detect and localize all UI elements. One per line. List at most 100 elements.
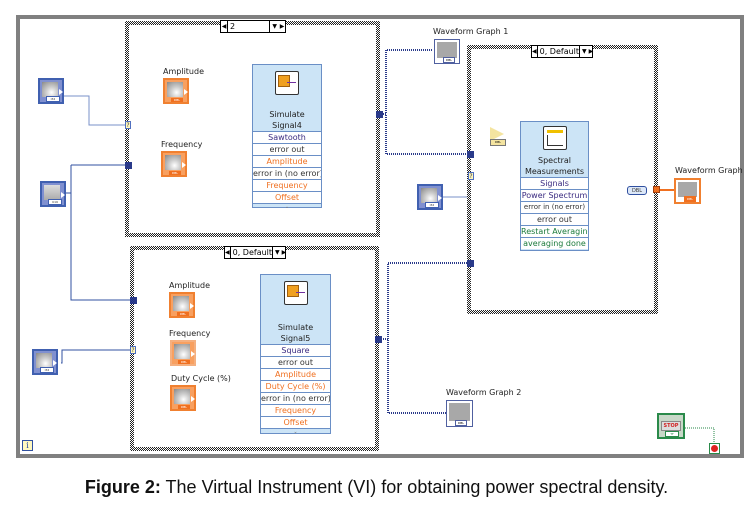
terminal-offset[interactable]: Offset bbox=[261, 416, 330, 428]
selector-terminal-top[interactable]: ? bbox=[125, 121, 131, 129]
dropdown-icon[interactable]: ▼ bbox=[275, 249, 280, 256]
decrement-arrow-icon[interactable]: ◀ bbox=[532, 48, 537, 55]
tunnel-square-out[interactable] bbox=[375, 336, 382, 343]
terminal-error-out[interactable]: error out bbox=[521, 213, 588, 225]
type-tag: DBL bbox=[455, 420, 467, 426]
enum-face bbox=[44, 185, 60, 200]
decrement-arrow-icon[interactable]: ◀ bbox=[221, 23, 227, 30]
increment-arrow-icon[interactable]: ▶ bbox=[588, 48, 594, 55]
selector-terminal-right[interactable]: ? bbox=[468, 172, 474, 180]
terminal-error-in[interactable]: error in (no error) bbox=[521, 201, 588, 213]
tunnel-enum-top[interactable] bbox=[125, 162, 132, 169]
increment-arrow-icon[interactable]: ▶ bbox=[279, 23, 285, 30]
terminal-duty-cycle[interactable]: Duty Cycle (%) bbox=[261, 380, 330, 392]
type-tag: DBL bbox=[178, 360, 190, 364]
waveform-graph-2-label: Waveform Graph 2 bbox=[446, 388, 522, 397]
duty-cycle-label-5: Duty Cycle (%) bbox=[171, 374, 231, 383]
graph-screen bbox=[678, 182, 697, 197]
terminal-amplitude[interactable]: Amplitude bbox=[261, 368, 330, 380]
frequency-control-5[interactable]: DBL bbox=[170, 340, 196, 366]
case-selector-knob[interactable]: I32 bbox=[417, 184, 443, 210]
output-terminal-icon bbox=[61, 192, 65, 198]
spectral-measurements-vi[interactable]: Spectral Measurements Signals Power Spec… bbox=[520, 121, 589, 251]
terminal-restart-averaging[interactable]: Restart Averaging bbox=[521, 225, 588, 237]
terminal-amplitude[interactable]: Amplitude bbox=[253, 155, 321, 167]
case-selector-value: 2 bbox=[227, 21, 271, 32]
amplitude-label-4: Amplitude bbox=[163, 67, 204, 76]
waveform-graph-2[interactable]: DBL bbox=[446, 400, 473, 427]
tunnel-right-in-1[interactable] bbox=[467, 151, 474, 158]
vi-title-line1: Simulate bbox=[269, 110, 305, 119]
tunnel-right-out[interactable] bbox=[653, 186, 660, 193]
waveform-graph[interactable]: DBL bbox=[674, 178, 701, 204]
wire-stop-to-condition bbox=[685, 427, 715, 443]
duty-cycle-control-5[interactable]: DBL bbox=[170, 385, 196, 411]
terminal-square[interactable]: Square bbox=[261, 344, 330, 356]
amplitude-control-4[interactable]: DBL bbox=[163, 78, 189, 104]
case-selector-right[interactable]: ◀ 0, Default ▼ ▶ bbox=[531, 45, 593, 58]
selector-terminal-bottom[interactable]: ? bbox=[130, 346, 136, 354]
caption-label: Figure 2: bbox=[84, 477, 161, 497]
wire-knob1-to-selector bbox=[64, 95, 126, 126]
wire-case1-to-graph1 bbox=[383, 49, 433, 115]
type-tag: I32 bbox=[425, 202, 439, 208]
type-tag: TF bbox=[665, 431, 679, 437]
multiply-function-icon[interactable] bbox=[490, 127, 504, 141]
terminal-error-in[interactable]: error in (no error) bbox=[261, 392, 330, 404]
type-tag: DBL bbox=[443, 57, 455, 63]
terminal-signals[interactable]: Signals bbox=[521, 177, 588, 189]
selector-knob-2[interactable]: I32 bbox=[32, 349, 58, 375]
output-terminal-icon bbox=[59, 89, 63, 95]
knob-face bbox=[421, 188, 437, 203]
knob-face bbox=[42, 82, 58, 97]
simulate-signal-4-vi[interactable]: Simulate Signal4 Sawtooth error out Ampl… bbox=[252, 64, 322, 210]
type-tag: I32 bbox=[46, 96, 60, 102]
tunnel-right-in-2[interactable] bbox=[467, 260, 474, 267]
terminal-error-in[interactable]: error in (no error) bbox=[253, 167, 321, 179]
enum-control[interactable]: U16 bbox=[40, 181, 66, 207]
loop-condition-terminal[interactable] bbox=[709, 443, 720, 454]
terminal-power-spectrum[interactable]: Power Spectrum bbox=[521, 189, 588, 201]
tunnel-enum-bottom[interactable] bbox=[130, 297, 137, 304]
waveform-graph-label: Waveform Graph bbox=[675, 166, 743, 175]
vi-title-line1: Spectral bbox=[537, 156, 572, 165]
tunnel-sawtooth-out[interactable] bbox=[376, 111, 383, 118]
terminal-offset[interactable]: Offset bbox=[253, 191, 321, 203]
selector-knob-1[interactable]: I32 bbox=[38, 78, 64, 104]
stop-if-true-icon bbox=[711, 445, 718, 452]
vi-title-line2: Measurements bbox=[524, 167, 585, 176]
type-tag: DBL bbox=[178, 405, 190, 409]
frequency-label-4: Frequency bbox=[161, 140, 203, 149]
wire-enum-to-cases bbox=[66, 192, 131, 301]
terminal-frequency[interactable]: Frequency bbox=[253, 179, 321, 191]
amplitude-control-5[interactable]: DBL bbox=[169, 292, 195, 318]
case-selector-top[interactable]: ◀ 2 ▼ ▶ bbox=[220, 20, 286, 33]
terminal-error-out[interactable]: error out bbox=[253, 143, 321, 155]
terminal-averaging-done[interactable]: averaging done bbox=[521, 237, 588, 249]
wire-knob3-to-selector bbox=[61, 349, 131, 364]
terminal-sawtooth[interactable]: Sawtooth bbox=[253, 131, 321, 143]
case-selector-value: 0, Default bbox=[536, 46, 581, 57]
dynamic-data-converter[interactable]: DBL bbox=[627, 186, 647, 195]
expand-chevron-icon[interactable]: ⌄ bbox=[261, 428, 330, 435]
terminal-frequency[interactable]: Frequency bbox=[261, 404, 330, 416]
terminal-error-out[interactable]: error out bbox=[261, 356, 330, 368]
frequency-control-4[interactable]: DBL bbox=[161, 151, 187, 177]
wire-case2-to-spectral bbox=[387, 262, 467, 339]
wire-case1-to-spectral bbox=[383, 113, 467, 155]
dropdown-icon[interactable]: ▼ bbox=[582, 48, 587, 55]
simulate-signal-5-vi[interactable]: Simulate Signal5 Square error out Amplit… bbox=[260, 274, 331, 435]
output-terminal-icon bbox=[53, 360, 57, 366]
iteration-terminal: i bbox=[22, 440, 33, 451]
knob-face bbox=[173, 296, 189, 311]
stop-button[interactable]: STOP TF bbox=[657, 413, 685, 439]
output-terminal-icon bbox=[191, 396, 195, 402]
dropdown-icon[interactable]: ▼ bbox=[272, 23, 277, 30]
expand-chevron-icon[interactable]: ⌄ bbox=[253, 203, 321, 210]
decrement-arrow-icon[interactable]: ◀ bbox=[225, 249, 230, 256]
case-selector-value: 0, Default bbox=[229, 247, 274, 258]
increment-arrow-icon[interactable]: ▶ bbox=[281, 249, 287, 256]
waveform-graph-1[interactable]: DBL bbox=[434, 39, 460, 64]
case-selector-bottom[interactable]: ◀ 0, Default ▼ ▶ bbox=[224, 246, 286, 259]
